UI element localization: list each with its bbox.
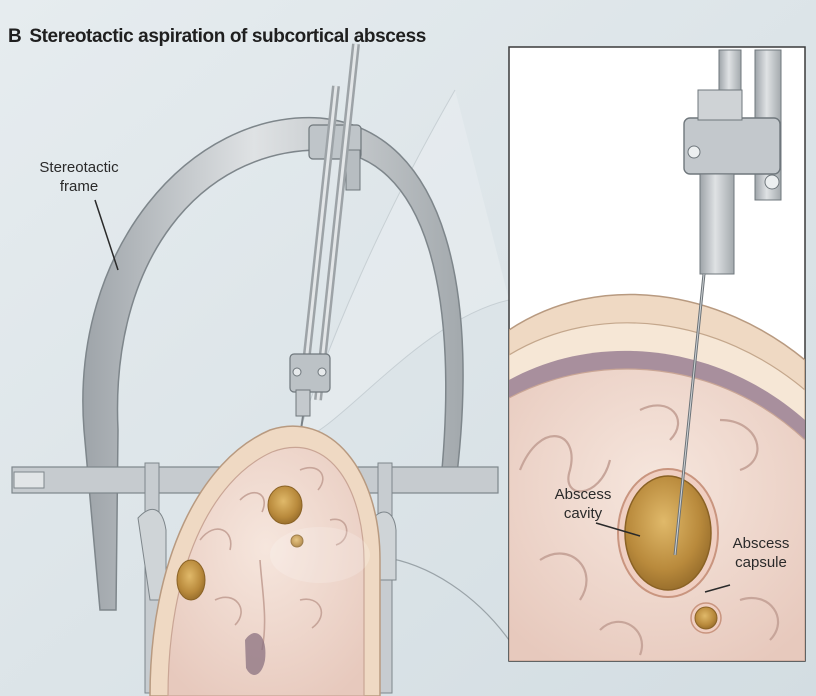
panel-letter: B <box>8 26 21 47</box>
inset-abscess-cavity <box>625 476 711 590</box>
abscess-main <box>268 486 302 524</box>
label-abscess-cavity: Abscess cavity <box>548 485 618 523</box>
inset-probe-clamp <box>684 118 780 174</box>
label-abscess-capsule: Abscess capsule <box>726 534 796 572</box>
figure-title: B Stereotactic aspiration of subcortical … <box>8 26 426 48</box>
label-stereotactic-frame: Stereotactic frame <box>36 158 122 196</box>
title-text: Stereotactic aspiration of subcortical a… <box>29 26 426 47</box>
abscess-secondary <box>177 560 205 600</box>
base-bar-end <box>14 472 44 488</box>
